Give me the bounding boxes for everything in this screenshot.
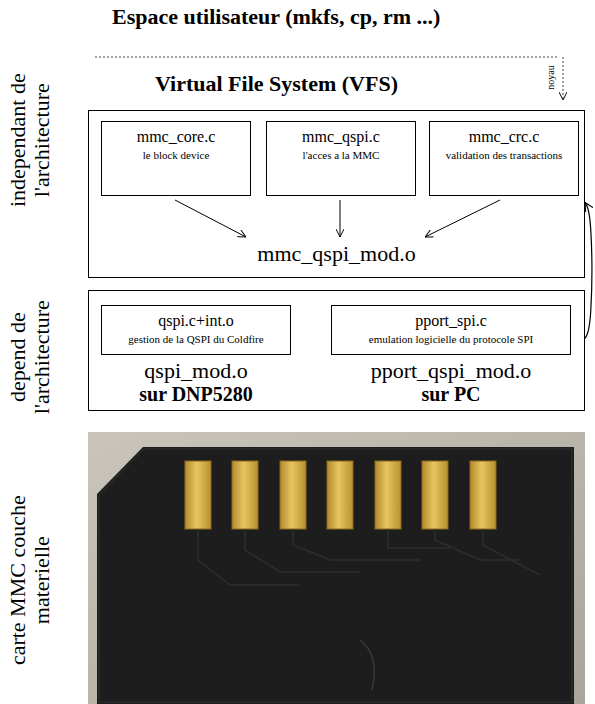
contact-pad [422, 461, 448, 529]
file-description: le block device [108, 149, 244, 162]
trace [198, 529, 300, 585]
module-name: mmc_qspi_mod.o [89, 241, 584, 266]
source-file-box: qspi.c+int.o gestion de la QSPI du Coldfi… [101, 305, 291, 355]
trace [483, 529, 540, 575]
layer-box: mmc_qspi_mod.ommc_core.cle block devicem… [88, 110, 585, 278]
file-description: validation des transactions [436, 149, 572, 162]
file-name: mmc_core.c [108, 128, 244, 146]
scratch [360, 640, 374, 690]
side-label: depend de l'architecture [6, 275, 54, 440]
source-file-box: mmc_crc.c validation des transactions [429, 121, 579, 196]
card-edge [99, 449, 572, 702]
photo-background [88, 432, 585, 704]
card-body [97, 447, 574, 704]
trace [435, 529, 520, 560]
module-name: qspi_mod.o [101, 358, 291, 383]
mmc-card-photo [88, 432, 585, 704]
layer-box: qspi_mod.osur DNP5280 pport_qspi_mod.osur… [88, 290, 585, 411]
file-description: emulation logicielle du protocole SPI [338, 333, 564, 346]
file-name: mmc_qspi.c [273, 128, 409, 146]
file-name: mmc_crc.c [436, 128, 572, 146]
source-file-box: mmc_qspi.c l'acces a la MMC [266, 121, 416, 196]
trace [245, 529, 360, 572]
contact-pad [280, 461, 306, 529]
contact-pad [375, 461, 401, 529]
contact-pad [232, 461, 258, 529]
side-label: independant de l'architecture [6, 58, 54, 223]
contact-pad [185, 461, 211, 529]
source-file-box: pport_spi.c emulation logicielle du proto… [331, 305, 571, 355]
module-arrow [175, 200, 246, 237]
side-label: carte MMC couche materielle [6, 465, 54, 695]
kernel-arrow [563, 57, 564, 100]
kernel-boundary [95, 57, 557, 58]
file-name: qspi.c+int.o [108, 312, 284, 330]
trace [388, 529, 450, 548]
module-arrow [425, 200, 500, 237]
module-arrow [340, 200, 341, 237]
file-name: pport_spi.c [338, 312, 564, 330]
contact-pad [327, 461, 353, 529]
dependency-arrow [585, 202, 592, 338]
card-contacts [185, 461, 496, 529]
file-description: gestion de la QSPI du Coldfire [108, 333, 284, 346]
layer-title: Virtual File System (VFS) [155, 72, 398, 96]
kernel-note: noyau [545, 57, 556, 97]
module-name: pport_qspi_mod.o [331, 358, 571, 383]
file-description: l'acces a la MMC [273, 149, 409, 162]
layer-title: Espace utilisateur (mkfs, cp, rm ...) [112, 5, 440, 29]
trace [293, 529, 420, 560]
contact-pad [470, 461, 496, 529]
card-traces [198, 529, 540, 690]
source-file-box: mmc_core.cle block device [101, 121, 251, 196]
platform-name: sur DNP5280 [101, 383, 291, 406]
platform-name: sur PC [331, 383, 571, 406]
